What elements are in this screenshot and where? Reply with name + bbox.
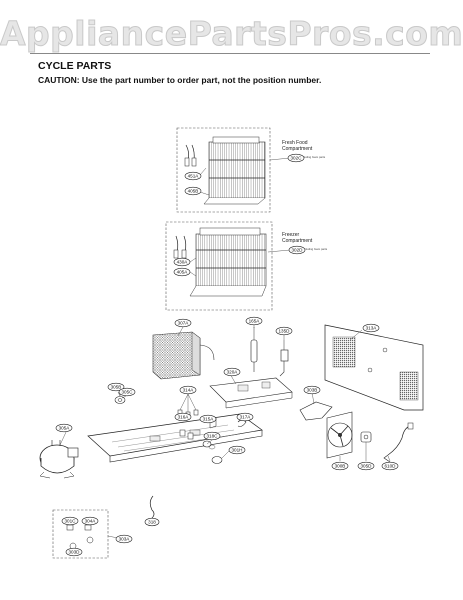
svg-text:135D: 135D (279, 329, 291, 334)
callout-451a: 451A (184, 171, 202, 181)
callout-305b: 305B (107, 382, 125, 392)
callout-320a: 320A (223, 367, 241, 377)
freezer-evaporator (189, 227, 267, 297)
callout-301c: 301C (61, 516, 79, 526)
callout-610d: 610D (381, 461, 399, 471)
svg-text:318: 318 (148, 520, 156, 525)
callout-302d: 302D (288, 245, 306, 255)
callout-301h: 301H (228, 445, 246, 455)
callout-135d: 135D (275, 326, 293, 336)
svg-text:303D: 303D (69, 550, 81, 555)
svg-text:305C: 305C (122, 390, 134, 395)
freezer-label-line2: Compartment (282, 238, 313, 244)
callout-313a: 313A (362, 323, 380, 333)
svg-text:307A: 307A (178, 321, 190, 326)
base-plate (87, 413, 263, 463)
dryer-165a (250, 327, 258, 372)
callout-303a: 303A (115, 534, 133, 544)
svg-text:610D: 610D (385, 464, 397, 469)
callout-303d: 303D (65, 547, 83, 557)
watermark-logo: AppliancePartsPros.com (0, 14, 463, 54)
callout-304a: 304A (81, 516, 99, 526)
fan-shroud-303b (299, 401, 333, 421)
capillary-tube-318 (149, 495, 155, 519)
svg-text:320A: 320A (227, 370, 239, 375)
svg-text:305A: 305A (59, 426, 71, 431)
callout-303b: 303B (303, 385, 321, 395)
callout-316a: 316A (174, 412, 192, 422)
callout-314a: 314A (179, 385, 197, 395)
svg-text:451A: 451A (188, 174, 200, 179)
svg-text:317A: 317A (240, 415, 252, 420)
svg-text:303A: 303A (119, 537, 131, 542)
header-rule (30, 53, 430, 54)
callout-405a: 405A (173, 267, 191, 277)
electrical-parts-box (52, 509, 119, 559)
caution-text: CAUTION: Use the part number to order pa… (38, 75, 322, 85)
drain-pan-320a (209, 377, 293, 409)
svg-text:301C: 301C (65, 519, 77, 524)
defrost-sensor-430a (173, 235, 187, 259)
defrost-sensor-451a (184, 144, 197, 167)
freezer-note: Including foam parts (302, 247, 328, 251)
leader-lines (59, 167, 391, 462)
compressor-305a (39, 440, 79, 479)
callout-165a: 165A (245, 316, 263, 326)
svg-text:430A: 430A (177, 260, 189, 265)
svg-text:305D: 305D (361, 464, 373, 469)
svg-text:302D: 302D (292, 248, 304, 253)
svg-text:314A: 314A (183, 388, 195, 393)
svg-text:303B: 303B (307, 388, 318, 393)
callout-307a: 307A (174, 318, 192, 328)
svg-text:305B: 305B (111, 385, 122, 390)
callout-305a: 305A (55, 423, 73, 433)
callout-302c: 302C (287, 153, 305, 163)
svg-text:313A: 313A (366, 326, 378, 331)
fresh-food-label-line2: Compartment (282, 146, 313, 152)
fresh-food-label-line1: Fresh Food (282, 140, 308, 146)
section-title: CYCLE PARTS (38, 60, 112, 72)
callout-305d: 305D (357, 461, 375, 471)
callout-317a: 317A (236, 412, 254, 422)
grommet-305b (114, 393, 126, 404)
callout-318: 318 (144, 517, 160, 527)
power-cord-610d (383, 422, 414, 463)
freezer-evaporator-group: Freezer Compartment Including foam parts (165, 221, 328, 311)
svg-text:405A: 405A (177, 270, 189, 275)
svg-text:300B: 300B (335, 464, 346, 469)
callout-300b: 300B (331, 461, 349, 471)
valve-135d (279, 340, 289, 377)
fresh-food-note: Including foam parts (300, 155, 326, 159)
condenser-fan-300b (326, 411, 353, 459)
fresh-food-evaporator-group: Fresh Food Compartment Including foam pa… (176, 127, 326, 213)
callout-430a: 430A (173, 257, 191, 267)
callout-318c: 318C (203, 431, 221, 441)
svg-text:301H: 301H (232, 448, 243, 453)
freezer-label-line1: Freezer (282, 232, 300, 238)
fresh-food-evaporator (203, 136, 266, 205)
svg-text:315A: 315A (203, 417, 215, 422)
condenser (152, 331, 215, 380)
bolts-316a (179, 429, 194, 440)
callout-405b: 405B (184, 186, 202, 196)
svg-text:318C: 318C (207, 434, 219, 439)
machine-cover-313a (324, 324, 424, 411)
fan-motor-305d (360, 431, 372, 443)
callout-315a: 315A (199, 414, 217, 424)
svg-text:302C: 302C (291, 156, 303, 161)
svg-text:165A: 165A (249, 319, 261, 324)
damper-301h (211, 456, 223, 464)
callout-305c: 305C (118, 387, 136, 397)
svg-text:304A: 304A (85, 519, 97, 524)
svg-text:405B: 405B (188, 189, 199, 194)
svg-text:316A: 316A (178, 415, 190, 420)
